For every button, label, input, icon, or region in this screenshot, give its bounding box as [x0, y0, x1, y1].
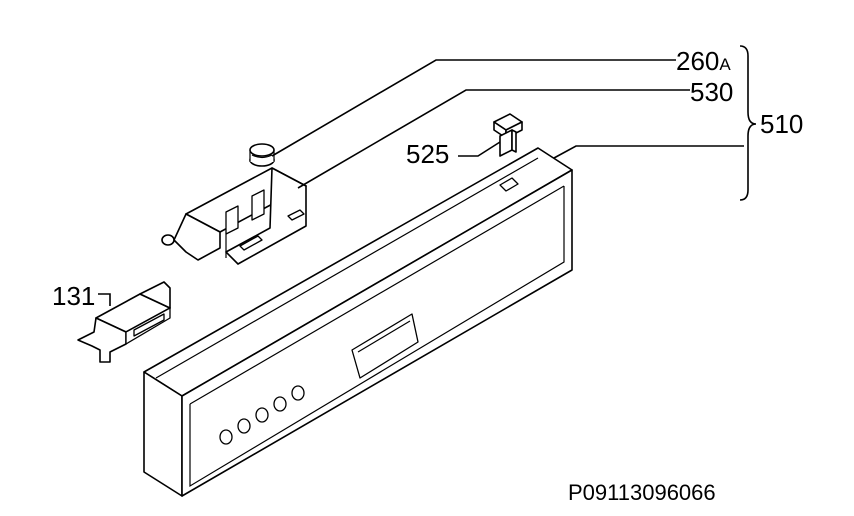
- clip-part-131: [77, 281, 171, 363]
- group-brace: [739, 45, 757, 201]
- callout-510: 510: [760, 109, 803, 139]
- leader-lines: [98, 45, 757, 306]
- pin-part-525: [493, 113, 523, 157]
- callout-131: 131: [52, 281, 95, 311]
- reference-code: P09113096066: [568, 480, 716, 505]
- bracket-part-530: [161, 167, 307, 265]
- coil-part-260a: [249, 143, 275, 167]
- button-holes: [219, 385, 305, 445]
- control-panel-510: [143, 147, 573, 497]
- callout-530: 530: [690, 77, 733, 107]
- callout-525: 525: [406, 139, 449, 169]
- callout-260a: 260A: [676, 46, 731, 76]
